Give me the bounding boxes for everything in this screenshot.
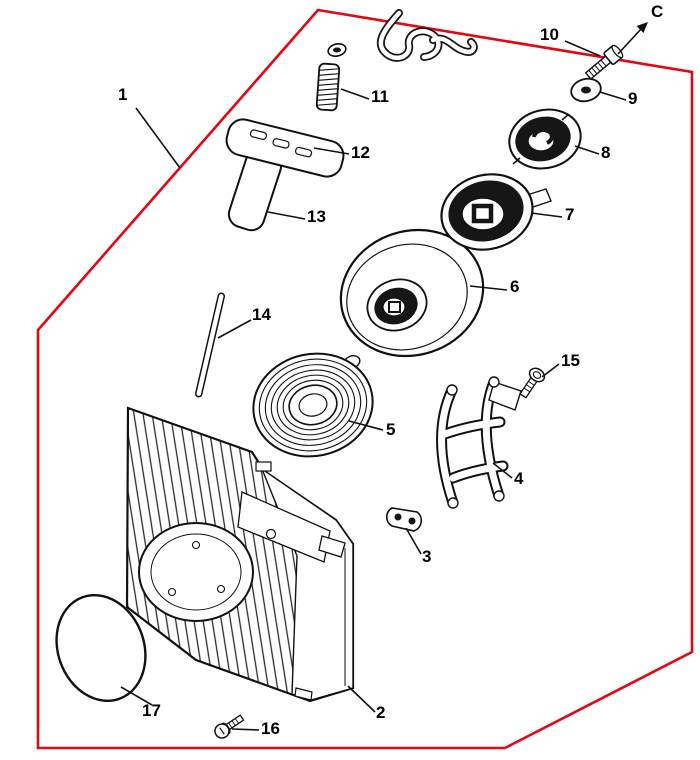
- callout-13: 13: [307, 207, 326, 226]
- callout-leader-lines: [120, 40, 627, 731]
- callout-5: 5: [386, 420, 396, 439]
- callout-6: 6: [510, 277, 520, 296]
- callout-15: 15: [561, 351, 580, 370]
- callout-14: 14: [252, 305, 271, 324]
- part-pawl: [385, 507, 423, 532]
- part-bolt: [584, 44, 624, 80]
- part-bracket: [436, 376, 522, 509]
- detail-arrow-c: [617, 22, 648, 55]
- part-rope-coil: [252, 352, 374, 458]
- part-rod: [195, 292, 225, 398]
- part-spring: [315, 42, 347, 112]
- callout-8: 8: [601, 143, 611, 162]
- callout-2: 2: [376, 703, 386, 722]
- callout-11: 11: [371, 87, 389, 106]
- part-screw-bracket: [519, 367, 546, 399]
- callout-9: 9: [628, 89, 638, 108]
- callout-1: 1: [118, 85, 128, 104]
- part-washer: [570, 77, 602, 103]
- part-housing: [125, 406, 355, 703]
- part-starter-rope: [377, 9, 478, 62]
- callout-C: C: [651, 2, 664, 21]
- callout-17: 17: [142, 701, 161, 720]
- callout-7: 7: [565, 205, 575, 224]
- part-screw-housing: [214, 714, 245, 739]
- callout-4: 4: [514, 469, 524, 488]
- part-rotor: [339, 228, 485, 369]
- callout-10: 10: [540, 25, 559, 44]
- callout-3: 3: [422, 547, 432, 566]
- assembly-border: [36, 8, 694, 750]
- part-handle: [225, 118, 345, 232]
- callout-16: 16: [261, 719, 280, 738]
- callout-12: 12: [351, 143, 370, 162]
- part-drum: [440, 173, 552, 251]
- part-cover-oval: [55, 593, 147, 703]
- part-pulley: [508, 108, 582, 170]
